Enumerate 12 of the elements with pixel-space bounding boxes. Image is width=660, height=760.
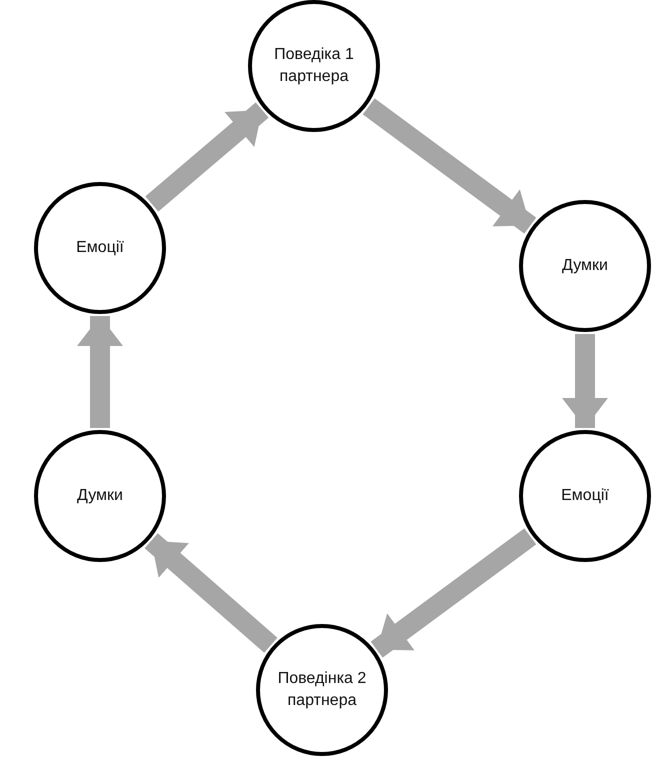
node-label: Емоції [561, 486, 609, 506]
block-arrow [145, 102, 269, 212]
node-label: Емоції [76, 238, 124, 258]
block-arrow [370, 528, 536, 658]
block-arrow [562, 334, 608, 428]
node-label: Поведіка 1 партнера [273, 44, 355, 87]
node-label: Думки [562, 256, 608, 276]
node-label: Поведінка 2 партнера [276, 668, 368, 711]
block-arrow [144, 533, 278, 653]
node-label: Думки [77, 486, 123, 506]
block-arrow [77, 316, 123, 428]
block-arrow [362, 98, 536, 234]
